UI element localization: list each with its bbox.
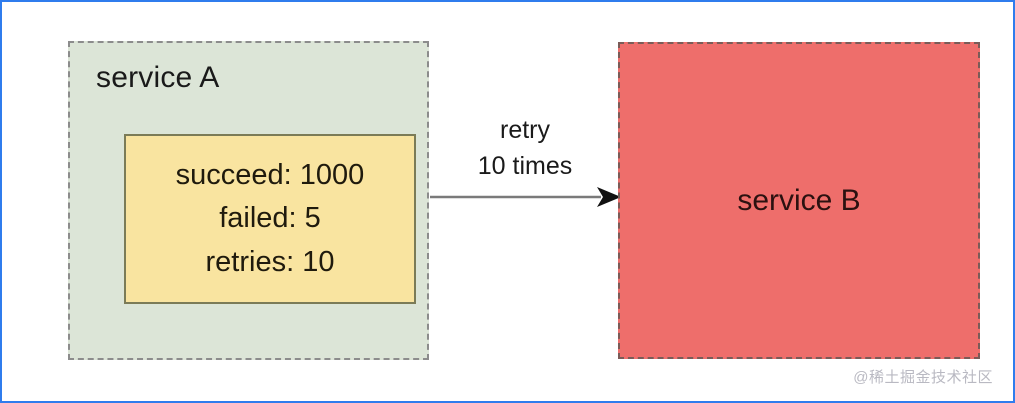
service-b-label: service B [737,183,861,217]
service-a-label: service A [96,61,220,94]
retry-arrow-label-line-1: retry [500,116,550,144]
retry-arrow-label: retry 10 times [429,112,621,185]
arrow-right-icon [430,187,621,207]
stat-failed: failed: 5 [219,202,321,235]
service-a-container: service A succeed: 1000 failed: 5 retrie… [68,41,429,360]
retry-arrow-label-line-2: 10 times [477,152,573,181]
service-a-stats-box: succeed: 1000 failed: 5 retries: 10 [124,134,416,304]
service-b-container: service B [618,42,980,359]
retry-arrow-group: retry 10 times [429,112,621,212]
stat-succeed: succeed: 1000 [175,159,365,192]
watermark: @稀土掘金技术社区 [853,369,993,386]
stat-retries: retries: 10 [205,245,335,278]
